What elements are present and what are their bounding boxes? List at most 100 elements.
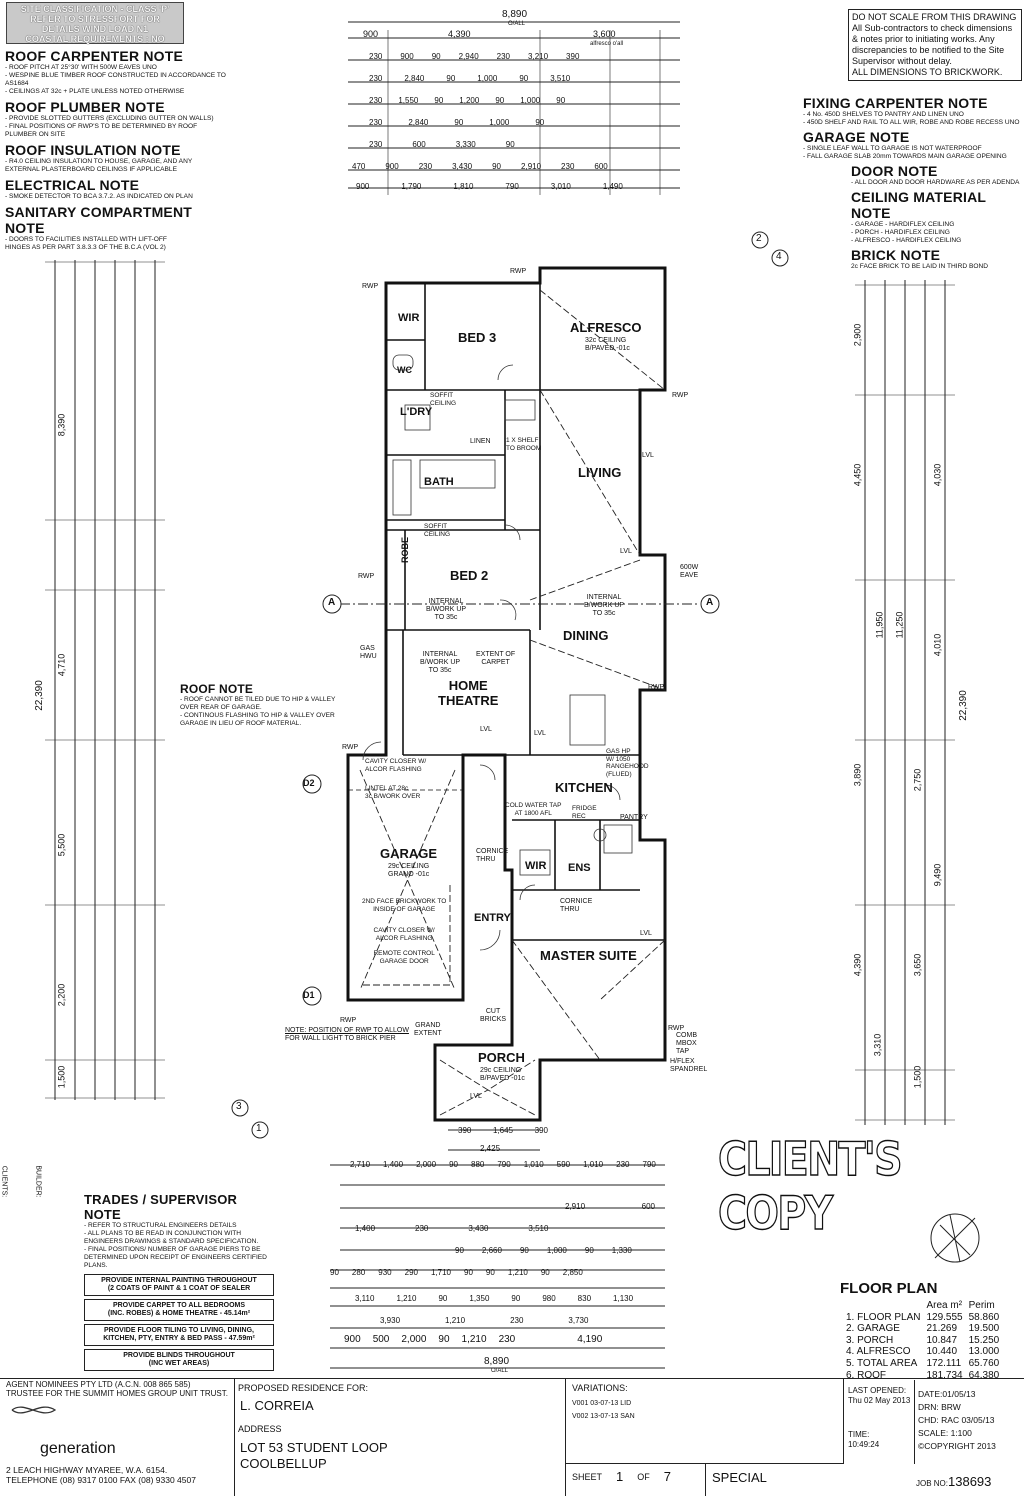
sheet-value: 1 xyxy=(616,1469,624,1484)
note-line: - FINAL POSITIONS OF RWP'S TO BE DETERMI… xyxy=(5,123,198,138)
dimension-value: 1,500 xyxy=(912,1065,923,1089)
note-sanitary: SANITARY COMPARTMENT NOTE - DOORS TO FAC… xyxy=(5,204,230,252)
trough-fixture xyxy=(404,404,431,431)
dimension-value: 1,130 xyxy=(613,1294,634,1303)
room-label-line: HOME xyxy=(448,678,488,693)
warning-line: ALL DIMENSIONS TO BRICKWORK. xyxy=(852,67,1003,77)
note-line: SPANDREL xyxy=(670,1066,708,1073)
dimension-value: 230 xyxy=(616,1160,630,1169)
perim-value: 65.760 xyxy=(968,1357,1000,1369)
note-line: H/FLEX xyxy=(670,1058,695,1065)
client-name: L. CORREIA xyxy=(240,1398,314,1413)
dimension-value: 4,030 xyxy=(932,463,943,487)
eave-label: 600W EAVE xyxy=(680,564,698,580)
gas-hwu-label: GAS HWU xyxy=(360,645,377,661)
dimension-value: 90 xyxy=(438,1294,448,1303)
note-line: GAS xyxy=(360,645,375,652)
note-line: (FLUED) xyxy=(606,770,632,778)
dimension-value: 4,390 xyxy=(852,953,863,977)
dimension-value: 5,500 xyxy=(56,833,67,857)
room-note-line: B/PAVED -01c xyxy=(585,345,630,352)
note-line: - 450D SHELF AND RAIL TO ALL WIR, ROBE A… xyxy=(803,119,1020,126)
note-line: BRICKS xyxy=(480,1016,507,1023)
dimension-value: 1,000 xyxy=(546,1246,567,1255)
dimension-row: 3,110 1,210 90 1,350 90 980 830 1,130 xyxy=(355,1294,665,1303)
room-label-bath: BATH xyxy=(424,476,454,488)
trade-box-line: (2 COATS OF PAINT & 1 COAT OF SEALER xyxy=(107,1285,251,1292)
dimension-value: 290 xyxy=(404,1268,418,1277)
dimension-value: 280 xyxy=(351,1268,366,1277)
vanity-fixture xyxy=(419,459,496,489)
hflex-spandrel-label: H/FLEX SPANDREL xyxy=(670,1058,707,1074)
soffit-ceiling-note: SOFFIT CEILING xyxy=(430,392,456,407)
site-line: LOT 53 STUDENT LOOP xyxy=(240,1440,388,1455)
note-title: GARAGE NOTE xyxy=(803,129,910,145)
elevation-marker-3 xyxy=(231,1099,249,1117)
note-line: REMOTE CONTROL xyxy=(373,950,435,957)
dimension-row: 230 1,550 90 1,200 90 1,000 90 xyxy=(369,96,669,105)
dimension-value: 2,900 xyxy=(852,323,863,347)
dimension-value: 230 xyxy=(369,96,383,105)
company-line: AGENT NOMINEES PTY LTD (A.C.N. 008 865 5… xyxy=(6,1380,191,1389)
external-wall xyxy=(346,266,667,1122)
rwp-label: RWP xyxy=(510,268,527,275)
dimension-value: 90 xyxy=(431,52,441,61)
rwp-label: RWP xyxy=(648,684,665,691)
dimension-value: 4,010 xyxy=(932,633,943,657)
note-title: SANITARY COMPARTMENT NOTE xyxy=(5,204,193,236)
dimension-value: 3,330 xyxy=(455,140,476,149)
floor-plan-title: FLOOR PLAN xyxy=(840,1280,938,1297)
dimension-value: 3,510 xyxy=(550,74,571,83)
dimension-value: 9,490 xyxy=(932,863,943,887)
elevation-marker-label: 1 xyxy=(256,1123,262,1134)
elevation-marker-d2 xyxy=(302,774,322,794)
variations-label: VARIATIONS: xyxy=(572,1383,628,1393)
dimension-value: 1,210 xyxy=(445,1316,466,1325)
dimension-value: 90 xyxy=(485,1268,495,1277)
lvl-label: LVL xyxy=(642,452,654,459)
dimension-value: 470 xyxy=(352,162,366,171)
area-label: 6. ROOF xyxy=(846,1369,887,1381)
note-title: FIXING CARPENTER NOTE xyxy=(803,95,988,111)
note-line: B/WORK UP xyxy=(584,602,625,609)
note-line: - SINGLE LEAF WALL TO GARAGE IS NOT WATE… xyxy=(803,145,982,152)
site-address: LOT 53 STUDENT LOOP COOLBELLUP xyxy=(240,1440,388,1472)
linen-label: LINEN xyxy=(470,438,491,445)
note-line: SOFFIT xyxy=(424,523,448,530)
clients-side-label: CLIENTS: xyxy=(0,1165,8,1198)
note-line: TO 35c xyxy=(592,610,616,617)
note-line: DETERMINED UPON RECEIPT OF ENGINEERS CER… xyxy=(84,1254,267,1269)
dimension-value: 3,430 xyxy=(468,1224,489,1233)
company-line: TRUSTEE FOR THE SUMMIT HOMES GROUP UNIT … xyxy=(6,1389,228,1398)
dimension-value: 11,950 xyxy=(874,611,885,639)
time-label: TIME: xyxy=(848,1430,870,1439)
soffit-ceiling-note: SOFFIT CEILING xyxy=(424,523,450,538)
note-door: DOOR NOTE - ALL DOOR AND DOOR HARDWARE A… xyxy=(803,163,1023,187)
note-line: CEILING xyxy=(430,399,457,407)
sheet-label: SHEET xyxy=(572,1472,603,1482)
warning-line: discrepancies to be notified to the Site xyxy=(852,45,1005,55)
stamp-line: DETAILS WIND LOAD N1 xyxy=(41,24,149,34)
note-title: CEILING MATERIAL NOTE xyxy=(851,189,986,221)
dimension-row: 1,400 230 3,430 3,510 xyxy=(355,1224,655,1233)
garage-ceiling-note: 29c CEILING GRANO -01c xyxy=(388,863,429,879)
company-address: 2 LEACH HIGHWAY MYAREE, W.A. 6154. TELEP… xyxy=(6,1465,196,1485)
note-line: GAS HP xyxy=(606,748,631,755)
extent-of-carpet-note: EXTENT OF CARPET xyxy=(476,651,515,667)
dimension-value: 900 xyxy=(385,162,399,171)
dimension-value: 590 xyxy=(556,1160,571,1169)
note-line: CARPET xyxy=(481,659,510,666)
dimension-value: 3,650 xyxy=(912,953,923,977)
perim-value: 58.860 xyxy=(968,1311,1000,1323)
room-label-line: THEATRE xyxy=(438,693,499,708)
company-name: AGENT NOMINEES PTY LTD (A.C.N. 008 865 5… xyxy=(6,1380,228,1398)
dimension-value: 4,390 xyxy=(448,29,471,39)
dimension-value: 1,000 xyxy=(477,74,498,83)
lvl-label: LVL xyxy=(534,730,546,737)
dimension-value: 90 xyxy=(438,1334,450,1345)
job-label: JOB NO: xyxy=(916,1479,949,1488)
room-label-pantry: PANTRY xyxy=(620,814,648,821)
note-title: ROOF INSULATION NOTE xyxy=(5,142,181,158)
